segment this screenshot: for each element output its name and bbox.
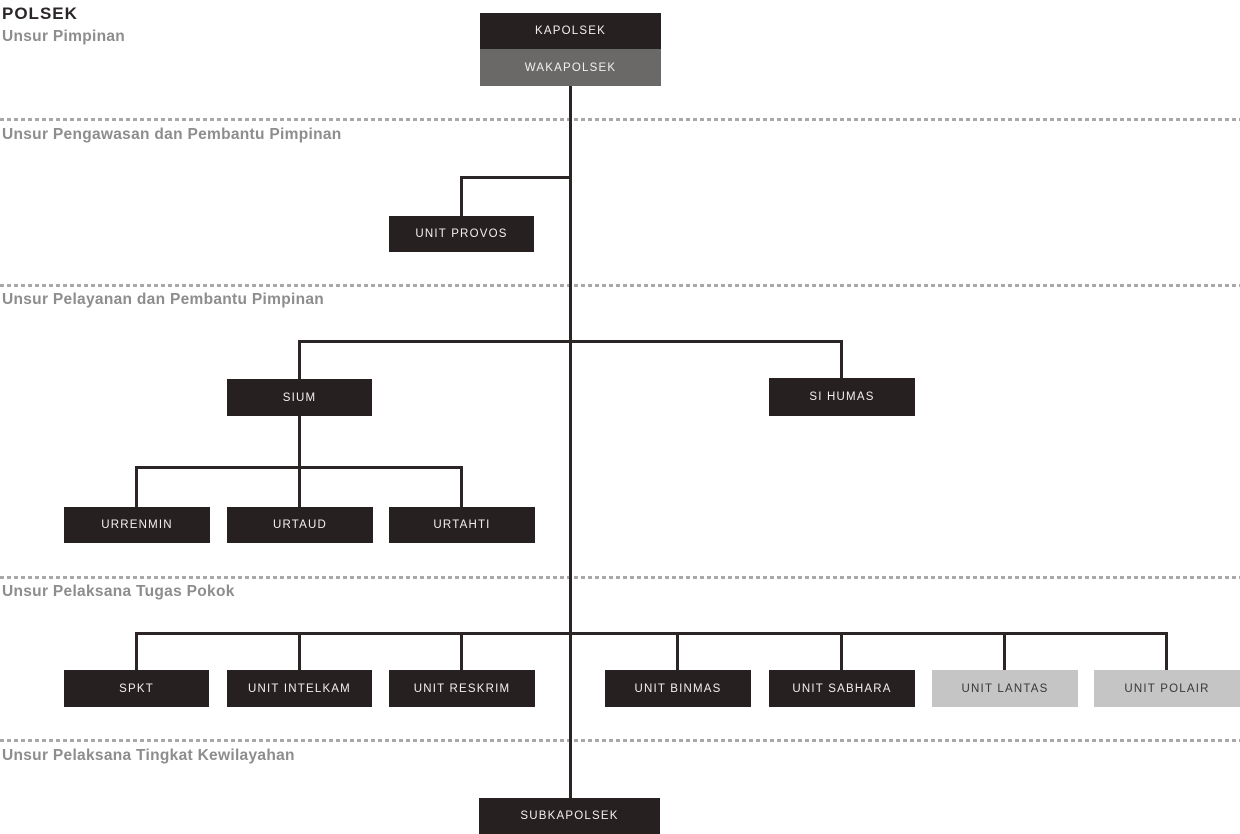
org-node-kapolsek: KAPOLSEK	[480, 13, 661, 49]
section-label-kewilayahan: Unsur Pelaksana Tingkat Kewilayahan	[2, 747, 295, 764]
section-label-pelayanan: Unsur Pelayanan dan Pembantu Pimpinan	[2, 291, 325, 308]
org-node-label: UNIT RESKRIM	[413, 682, 511, 695]
connector-line	[298, 340, 301, 379]
org-node-spkt: SPKT	[64, 670, 209, 707]
connector-line	[460, 632, 463, 670]
org-node-label: UNIT INTELKAM	[248, 682, 351, 695]
connector-line	[460, 176, 572, 179]
org-node-urtaud: URTAUD	[227, 507, 373, 543]
connector-line	[569, 86, 572, 798]
org-node-label: URRENMIN	[101, 519, 173, 531]
section-divider	[0, 284, 1240, 287]
connector-line	[135, 632, 1168, 635]
org-node-label: UNIT SABHARA	[792, 682, 892, 695]
org-node-unit-intelkam: UNIT INTELKAM	[227, 670, 372, 707]
org-node-unit-binmas: UNIT BINMAS	[605, 670, 751, 707]
section-label-pengawasan: Unsur Pengawasan dan Pembantu Pimpinan	[2, 126, 342, 143]
connector-line	[298, 416, 301, 468]
org-node-label: KAPOLSEK	[535, 25, 606, 37]
org-node-label: SPKT	[119, 682, 154, 695]
connector-line	[1165, 632, 1168, 670]
connector-line	[676, 632, 679, 670]
org-node-label: UNIT POLAIR	[1124, 682, 1210, 695]
org-node-label: SUBKAPOLSEK	[520, 810, 619, 822]
section-divider	[0, 739, 1240, 742]
org-node-urtahti: URTAHTI	[389, 507, 535, 543]
org-node-unit-reskrim: UNIT RESKRIM	[389, 670, 535, 707]
org-node-label: URTAUD	[272, 519, 328, 531]
org-node-label: UNIT LANTAS	[961, 682, 1049, 695]
connector-line	[840, 340, 843, 378]
chart-title: POLSEK	[2, 4, 78, 23]
org-node-label: UNIT BINMAS	[634, 682, 722, 695]
org-node-unit-sabhara: UNIT SABHARA	[769, 670, 915, 707]
connector-line	[460, 466, 463, 507]
connector-line	[460, 176, 463, 216]
org-node-unit-polair: UNIT POLAIR	[1094, 670, 1240, 707]
connector-line	[135, 466, 138, 507]
connector-line	[840, 632, 843, 670]
org-node-label: SIUM	[282, 391, 317, 404]
section-label-tugas-pokok: Unsur Pelaksana Tugas Pokok	[2, 583, 235, 600]
connector-line	[298, 632, 301, 670]
org-node-sium: SIUM	[227, 379, 372, 416]
org-node-label: SI HUMAS	[809, 391, 875, 403]
org-node-label: URTAHTI	[433, 519, 491, 531]
connector-line	[298, 466, 301, 507]
org-node-unit-lantas: UNIT LANTAS	[932, 670, 1078, 707]
org-node-label: UNIT PROVOS	[415, 228, 508, 240]
section-label-pimpinan: Unsur Pimpinan	[2, 28, 126, 45]
org-node-si-humas: SI HUMAS	[769, 378, 915, 416]
section-divider	[0, 118, 1240, 121]
org-node-unit-provos: UNIT PROVOS	[389, 216, 534, 252]
connector-line	[1003, 632, 1006, 670]
section-divider	[0, 576, 1240, 579]
org-node-subkapolsek: SUBKAPOLSEK	[479, 798, 660, 834]
org-node-urrenmin: URRENMIN	[64, 507, 210, 543]
connector-line	[135, 632, 138, 670]
org-node-wakapolsek: WAKAPOLSEK	[480, 49, 661, 86]
connector-line	[298, 340, 843, 343]
org-node-label: WAKAPOLSEK	[524, 61, 617, 74]
